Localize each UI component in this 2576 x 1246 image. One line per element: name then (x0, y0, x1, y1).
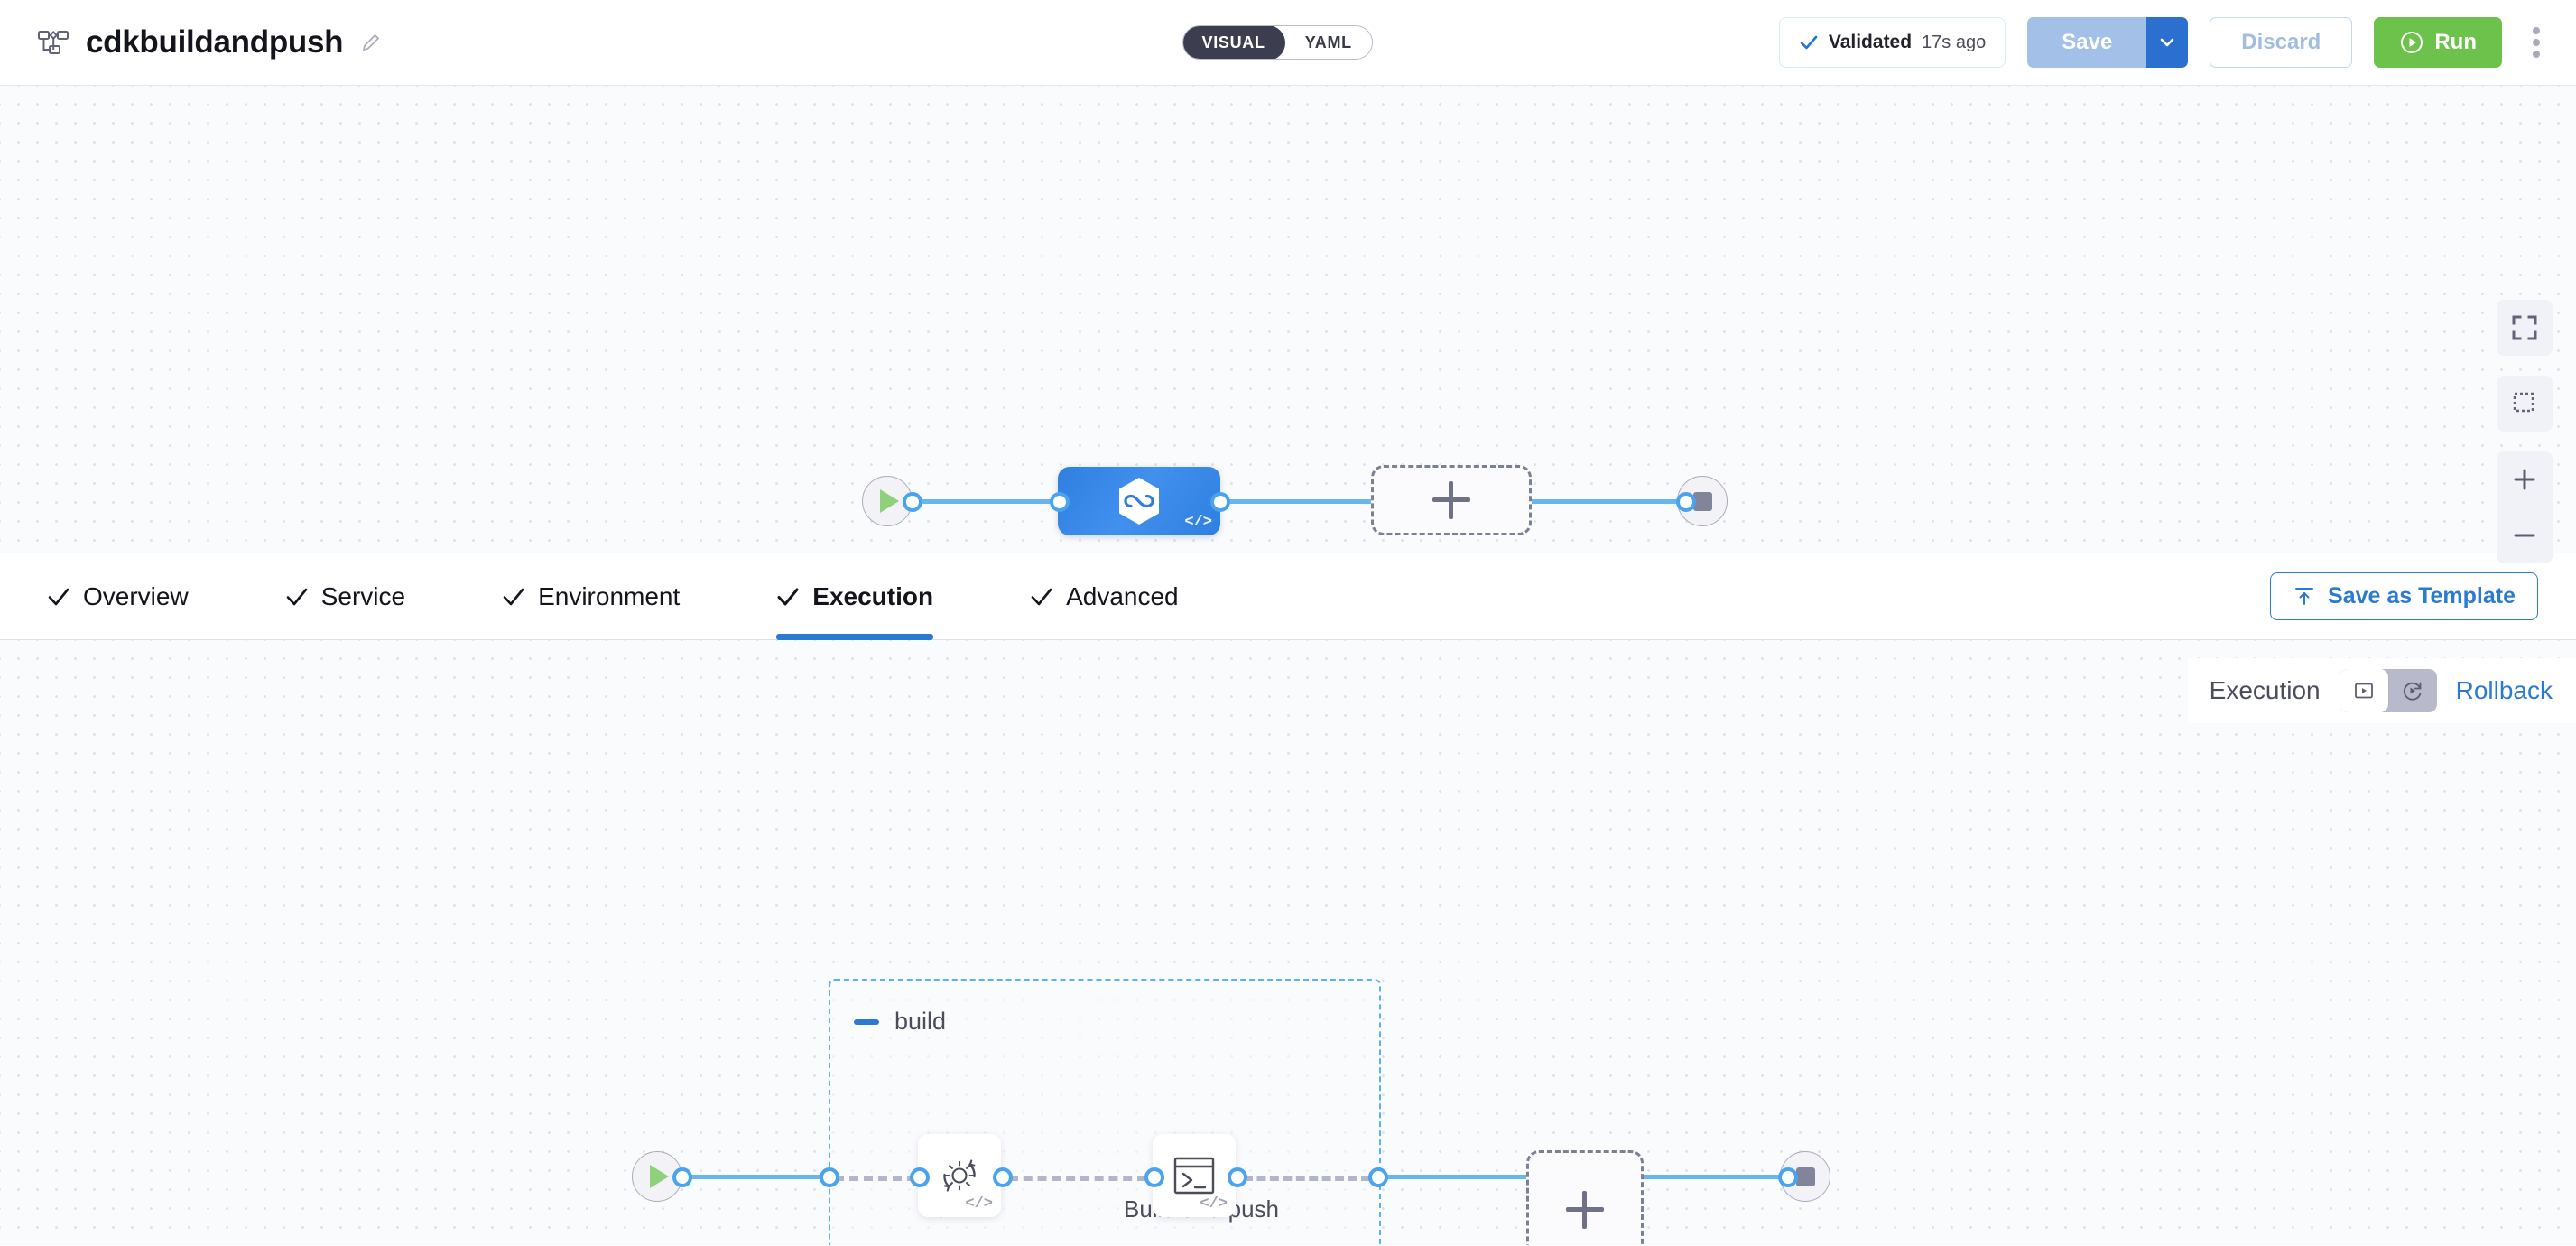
port-exec-start-out[interactable] (672, 1167, 692, 1187)
save-button[interactable]: Save (2027, 17, 2147, 68)
execution-canvas[interactable]: Execution Rollback build (0, 640, 2576, 1245)
validated-timestamp: 17s ago (1922, 32, 1987, 52)
zoom-controls (2497, 451, 2553, 563)
harness-cd-hexagon-icon (1116, 476, 1163, 526)
tab-execution[interactable]: Execution (776, 553, 934, 640)
edge-buildpush-to-group-out (1244, 1176, 1370, 1181)
edge-addstep-to-end (1643, 1175, 1787, 1179)
check-icon (1799, 33, 1819, 52)
template-upload-icon (2293, 585, 2316, 609)
play-icon (650, 1165, 669, 1188)
pipeline-icon (38, 29, 69, 56)
port-ckd-out[interactable] (1210, 492, 1230, 512)
tab-label: Environment (538, 581, 681, 610)
tab-advanced[interactable]: Advanced (1030, 553, 1179, 639)
zoom-in-button[interactable] (2497, 451, 2553, 507)
rollback-rotate-icon[interactable] (2388, 669, 2437, 712)
port-ckd-in[interactable] (1050, 492, 1070, 512)
stage-canvas[interactable]: </> ckd Add Stage (0, 86, 2576, 605)
stop-icon (1692, 491, 1712, 511)
tab-overview[interactable]: Overview (47, 553, 189, 639)
edge-start-to-group (681, 1175, 830, 1179)
status-badge: Validated 17s ago (1778, 17, 2006, 68)
save-as-template-button[interactable]: Save as Template (2270, 572, 2538, 620)
stop-icon (1795, 1167, 1815, 1186)
execution-label: Execution (2209, 676, 2321, 704)
save-button-group: Save (2027, 17, 2189, 68)
play-icon (880, 489, 899, 513)
add-stage-button[interactable] (1371, 465, 1532, 535)
chevron-down-icon[interactable] (2146, 17, 2189, 68)
check-icon (47, 585, 70, 609)
play-circle-icon (2399, 30, 2424, 55)
tab-environment[interactable]: Environment (502, 553, 680, 639)
add-step-button[interactable] (1526, 1150, 1644, 1245)
marquee-select-icon (2511, 390, 2538, 417)
port-dind-out[interactable] (993, 1167, 1013, 1187)
code-badge: </> (1200, 1195, 1228, 1213)
tab-label: Advanced (1066, 581, 1179, 610)
view-mode-toggle[interactable]: VISUAL YAML (1182, 25, 1373, 60)
port-end-in[interactable] (1676, 492, 1696, 512)
validated-label: Validated (1828, 32, 1913, 52)
port-dind-in[interactable] (910, 1167, 930, 1187)
port-buildpush-out[interactable] (1228, 1167, 1247, 1187)
execution-rollback-switch[interactable] (2339, 669, 2437, 712)
gear-rotate-icon (935, 1151, 984, 1200)
minus-icon[interactable] (854, 1018, 879, 1025)
tab-visual[interactable]: VISUAL (1182, 26, 1285, 59)
app-header: cdkbuildandpush VISUAL YAML Validated 17… (0, 0, 2576, 86)
header-actions: Validated 17s ago Save Discard Run (1778, 17, 2549, 68)
edge-dind-to-buildpush (1009, 1176, 1146, 1181)
port-buildpush-in[interactable] (1144, 1167, 1164, 1187)
edge-group-in-to-dind (835, 1176, 916, 1181)
expand-icon (2511, 314, 2538, 341)
group-title: build (894, 1008, 947, 1035)
code-badge: </> (1184, 514, 1212, 531)
execution-play-box-icon[interactable] (2339, 669, 2388, 712)
group-header[interactable]: build (854, 1008, 946, 1036)
tab-label: Execution (812, 581, 934, 610)
header-left-group: cdkbuildandpush (38, 24, 382, 60)
canvas-tools (2497, 300, 2553, 563)
check-icon (502, 585, 525, 609)
pipeline-end-node[interactable] (1677, 476, 1728, 526)
page-title: cdkbuildandpush (86, 24, 344, 60)
plus-icon (1432, 481, 1470, 519)
step-node-dind[interactable]: </> (918, 1134, 1001, 1217)
port-group-out[interactable] (1368, 1167, 1388, 1187)
port-exec-end-in[interactable] (1778, 1167, 1798, 1187)
selection-box-button[interactable] (2497, 376, 2553, 432)
check-icon (1030, 585, 1053, 609)
port-group-in[interactable] (820, 1167, 839, 1187)
kebab-menu-icon[interactable] (2524, 20, 2549, 65)
plus-icon (1566, 1191, 1604, 1229)
stage-config-tabs: Overview Service Environment Execution A… (0, 553, 2576, 640)
discard-button[interactable]: Discard (2210, 17, 2353, 68)
check-icon (285, 585, 309, 609)
execution-rollback-toolbar: Execution Rollback (2187, 658, 2576, 723)
tab-label: Service (320, 581, 406, 610)
code-badge: </> (965, 1195, 993, 1213)
edge-group-to-addstep (1378, 1175, 1529, 1179)
run-button[interactable]: Run (2374, 17, 2502, 68)
pencil-icon[interactable] (360, 32, 382, 53)
tab-yaml[interactable]: YAML (1304, 33, 1352, 51)
tab-service[interactable]: Service (285, 553, 405, 639)
edge-start-to-ckd (912, 499, 1083, 504)
rollback-label[interactable]: Rollback (2455, 676, 2553, 704)
edge-ckd-to-addstage (1219, 499, 1372, 504)
save-as-template-label: Save as Template (2328, 583, 2516, 609)
edge-addstage-to-end (1530, 499, 1683, 504)
fit-to-screen-button[interactable] (2497, 300, 2553, 356)
zoom-out-button[interactable] (2497, 507, 2553, 563)
port-start-out[interactable] (903, 492, 922, 512)
tab-label: Overview (83, 581, 189, 610)
terminal-icon (1170, 1151, 1219, 1200)
stage-node-ckd[interactable]: </> (1058, 467, 1220, 535)
run-label: Run (2434, 30, 2477, 54)
check-icon (776, 585, 800, 609)
step-node-build-and-push[interactable]: </> (1153, 1134, 1236, 1217)
